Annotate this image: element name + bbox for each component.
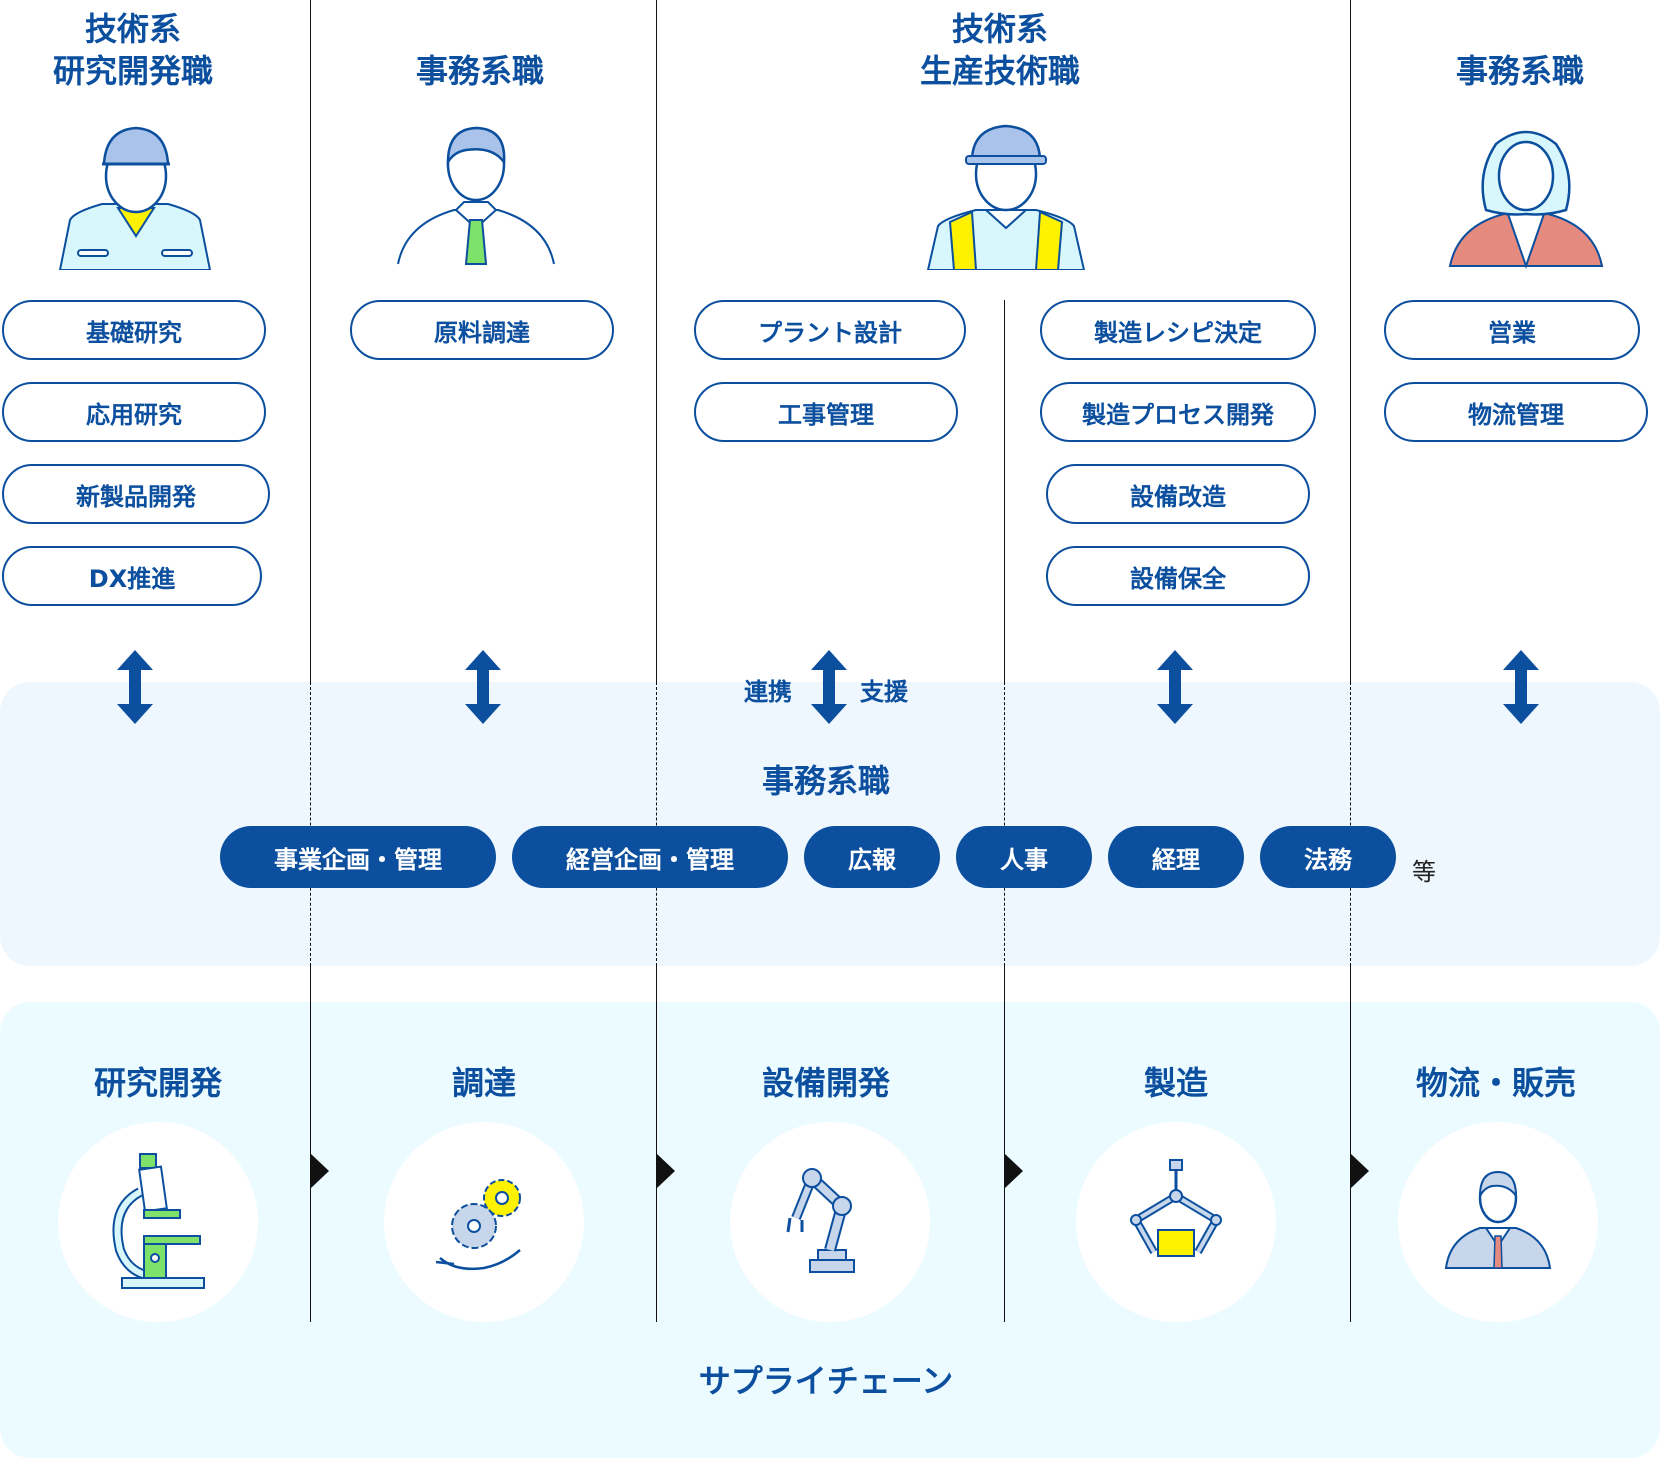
function-pill-pr: 広報 xyxy=(804,826,940,888)
job-pill-dx: DX推進 xyxy=(2,546,262,606)
job-pill-equipment-modification: 設備改造 xyxy=(1046,464,1310,524)
job-pill-equipment-maintenance: 設備保全 xyxy=(1046,546,1310,606)
job-pill-construction-management: 工事管理 xyxy=(694,382,958,442)
gears-hand-icon xyxy=(435,1179,521,1271)
double-arrow-icon xyxy=(1157,650,1193,724)
supply-chain-title: サプライチェーン xyxy=(698,1362,954,1400)
column-title-rnd: 技術系研究開発職 xyxy=(52,10,213,90)
crane-claw-icon xyxy=(1130,1159,1222,1257)
double-arrow-icon xyxy=(1503,650,1539,724)
stage-circle-equipment-dev xyxy=(730,1122,930,1322)
microscope-icon xyxy=(112,1153,205,1289)
link-label-cooperation: 連携 xyxy=(744,678,792,706)
engineer-icon xyxy=(926,124,1086,270)
job-pill-recipe: 製造レシピ決定 xyxy=(1040,300,1316,360)
office-man-icon xyxy=(397,126,555,265)
office-staff-panel xyxy=(0,682,1660,966)
function-pill-legal: 法務 xyxy=(1260,826,1396,888)
function-pill-accounting: 経理 xyxy=(1108,826,1244,888)
column-title-production-engineering: 技術系生産技術職 xyxy=(919,10,1080,90)
column-title-office-sales: 事務系職 xyxy=(1455,52,1584,90)
job-pill-raw-material-procurement: 原料調達 xyxy=(350,300,614,360)
flow-arrow-icon xyxy=(1351,1154,1369,1188)
flow-arrow-icon xyxy=(1005,1154,1023,1188)
job-pill-basic-research: 基礎研究 xyxy=(2,300,266,360)
stage-label-procurement: 調達 xyxy=(451,1064,516,1102)
stage-label-manufacturing: 製造 xyxy=(1143,1064,1208,1102)
stage-circle-manufacturing xyxy=(1076,1122,1276,1322)
office-title: 事務系職 xyxy=(761,762,890,800)
job-pill-new-product-dev: 新製品開発 xyxy=(2,464,270,524)
robot-arm-icon xyxy=(786,1168,855,1273)
column-title-office-procurement: 事務系職 xyxy=(415,52,544,90)
double-arrow-icon xyxy=(811,650,847,724)
double-arrow-icon xyxy=(465,650,501,724)
flow-arrow-icon xyxy=(311,1154,329,1188)
stage-label-logistics-sales: 物流・販売 xyxy=(1415,1064,1576,1102)
job-pill-sales: 営業 xyxy=(1384,300,1640,360)
function-pill-hr: 人事 xyxy=(956,826,1092,888)
double-arrow-icon xyxy=(117,650,153,724)
etc-label: 等 xyxy=(1412,858,1436,886)
stage-circle-rnd xyxy=(58,1122,258,1322)
function-pill-corporate-planning: 経営企画・管理 xyxy=(512,826,788,888)
function-pill-business-planning: 事業企画・管理 xyxy=(220,826,496,888)
job-pill-plant-design: プラント設計 xyxy=(694,300,966,360)
flow-arrow-icon xyxy=(657,1154,675,1188)
stage-label-rnd: 研究開発 xyxy=(93,1064,222,1102)
link-label-support: 支援 xyxy=(860,678,908,706)
stage-circle-logistics-sales xyxy=(1398,1122,1598,1322)
stage-circle-procurement xyxy=(384,1122,584,1322)
job-pill-logistics: 物流管理 xyxy=(1384,382,1648,442)
job-pill-applied-research: 応用研究 xyxy=(2,382,266,442)
researcher-icon xyxy=(58,126,212,270)
salesman-icon xyxy=(1444,1170,1552,1269)
stage-label-equipment-dev: 設備開発 xyxy=(761,1064,890,1102)
job-pill-process-dev: 製造プロセス開発 xyxy=(1040,382,1316,442)
office-woman-icon xyxy=(1448,130,1604,270)
